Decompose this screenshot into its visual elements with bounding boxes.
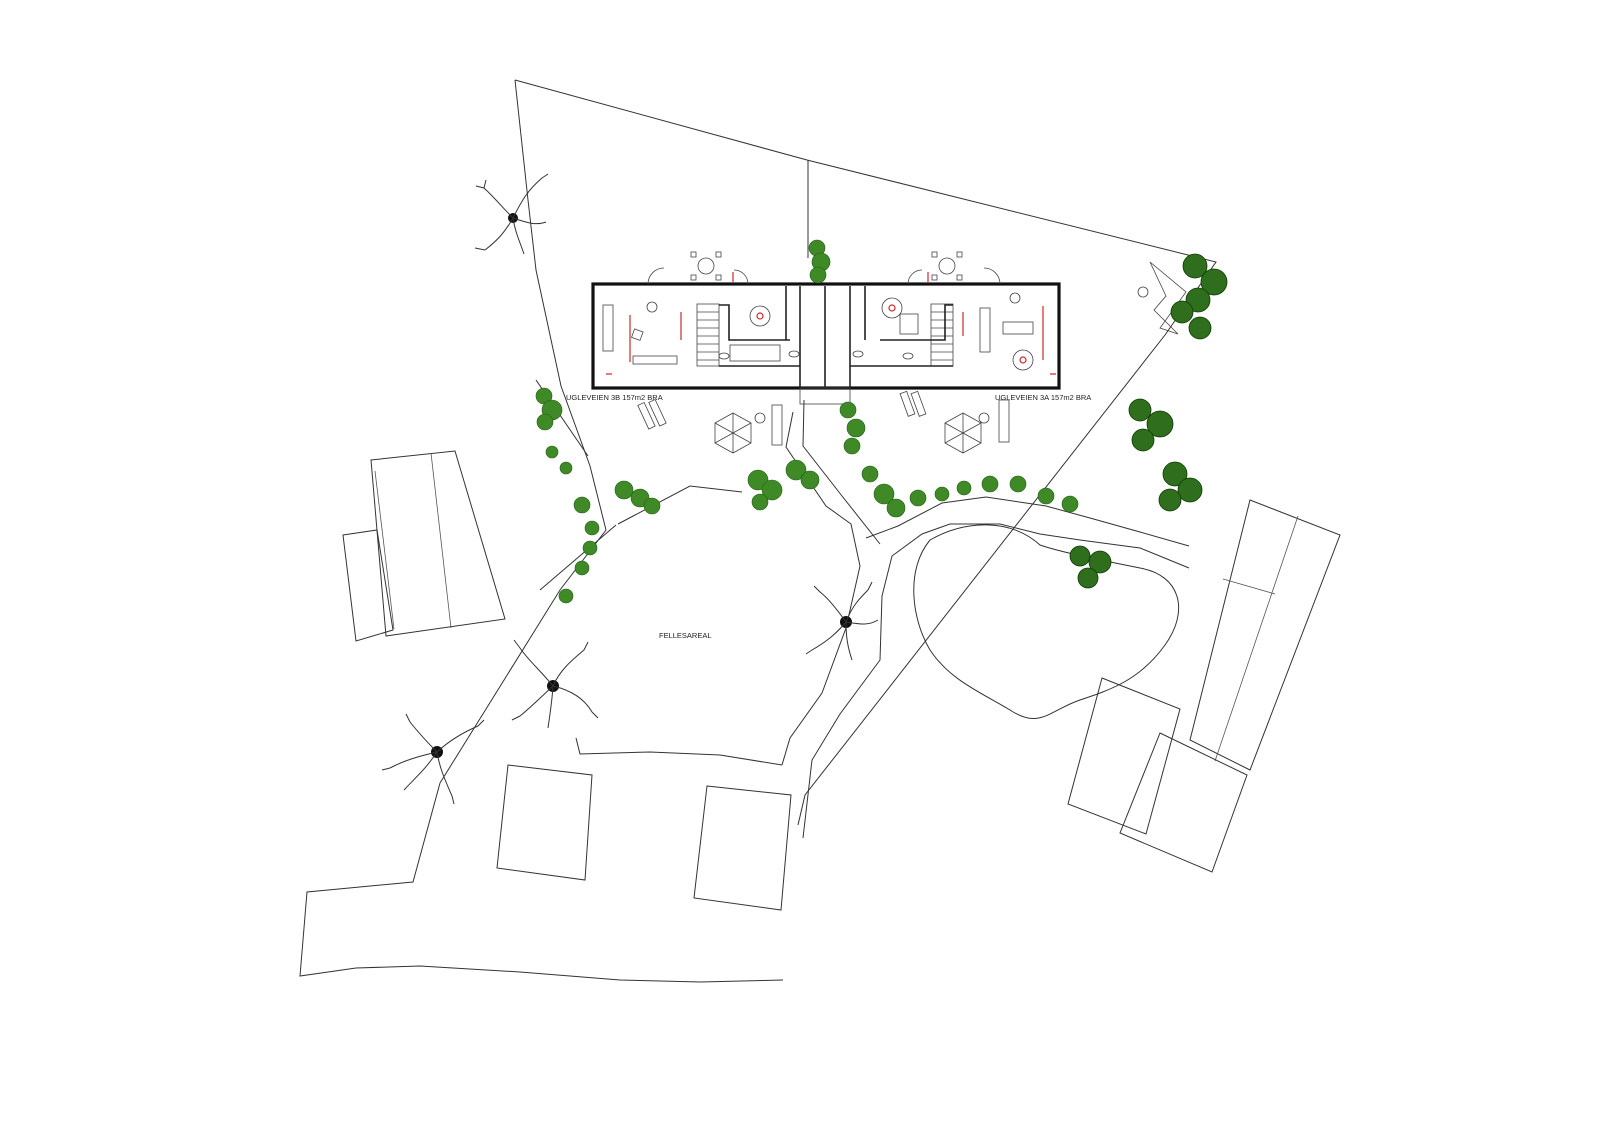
common-area-outline — [299, 399, 881, 983]
common-area-label: FELLESAREAL — [659, 631, 712, 640]
path-and-pond — [802, 496, 1190, 839]
unit-3b-label: UGLEVEIEN 3B 157m2 BRA — [566, 393, 663, 402]
red-markers — [606, 272, 1056, 375]
neighbour-buildings — [342, 450, 1341, 911]
stair-3a — [930, 303, 954, 367]
duplex-building — [591, 267, 1061, 405]
table-with-chairs-icon — [690, 251, 722, 281]
unit-3a-label: UGLEVEIEN 3A 157m2 BRA — [995, 393, 1091, 402]
stair-3b — [696, 303, 720, 367]
deciduous-tree-icon — [1069, 253, 1228, 589]
outdoor-furniture — [637, 251, 1187, 454]
bare-tree-icon — [511, 639, 599, 729]
bare-tree-icon — [381, 713, 485, 805]
bare-tree-icon — [805, 581, 879, 661]
sun-lounger-icon — [637, 390, 927, 430]
bare-tree-icon — [474, 173, 549, 255]
shrub-icon — [535, 239, 1079, 604]
parasol-icon — [714, 412, 982, 454]
table-with-chairs-icon — [931, 251, 963, 281]
